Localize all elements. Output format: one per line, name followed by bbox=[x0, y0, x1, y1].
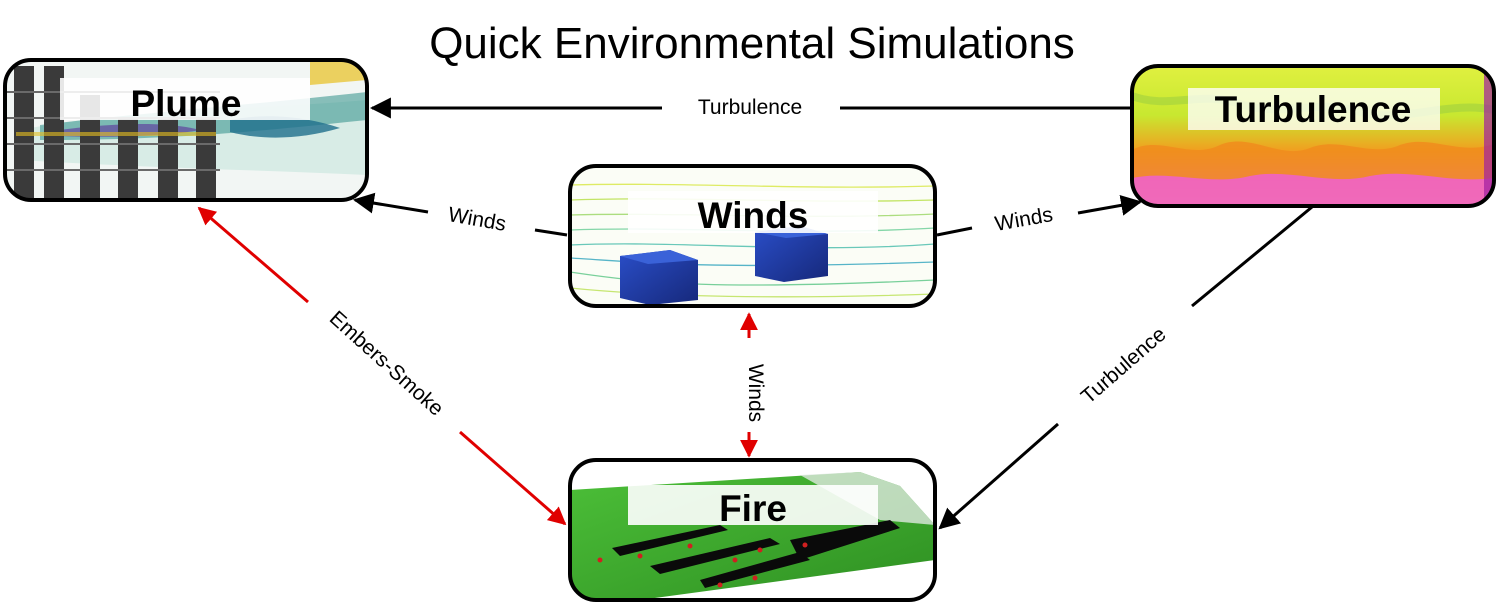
edge-label-embers-smoke: Embers-Smoke bbox=[325, 307, 448, 421]
edge-turbulence-to-fire: Turbulence bbox=[938, 205, 1313, 530]
edge-label-turbulence-top: Turbulence bbox=[698, 96, 802, 119]
edge-label-winds-right: Winds bbox=[993, 203, 1054, 236]
edge-fire-plume-embers-smoke: Embers-Smoke bbox=[197, 206, 567, 526]
node-label-turbulence: Turbulence bbox=[1215, 89, 1412, 130]
edge-winds-to-turbulence: Winds bbox=[936, 194, 1143, 237]
node-turbulence[interactable]: Turbulence bbox=[1130, 64, 1496, 208]
node-plume[interactable]: Plume bbox=[3, 58, 369, 202]
node-fire[interactable]: Fire bbox=[568, 458, 937, 602]
burn-scars bbox=[612, 520, 900, 588]
edge-label-turbulence-diagonal: Turbulence bbox=[1077, 323, 1171, 409]
winds-image bbox=[570, 166, 935, 306]
diagram-title: Quick Environmental Simulations bbox=[429, 19, 1075, 68]
node-label-winds: Winds bbox=[698, 195, 809, 236]
turbulence-image bbox=[1132, 66, 1494, 206]
node-winds[interactable]: Winds bbox=[568, 164, 937, 308]
edge-turbulence-to-plume: Turbulence bbox=[369, 96, 1130, 119]
node-label-plume: Plume bbox=[130, 83, 241, 124]
node-label-fire: Fire bbox=[719, 488, 787, 529]
fire-image bbox=[570, 460, 935, 600]
edge-fire-winds: Winds bbox=[740, 312, 767, 458]
edge-label-winds-vertical: Winds bbox=[744, 364, 767, 422]
edge-label-winds-left: Winds bbox=[446, 203, 507, 236]
edge-winds-to-plume: Winds bbox=[352, 192, 568, 237]
